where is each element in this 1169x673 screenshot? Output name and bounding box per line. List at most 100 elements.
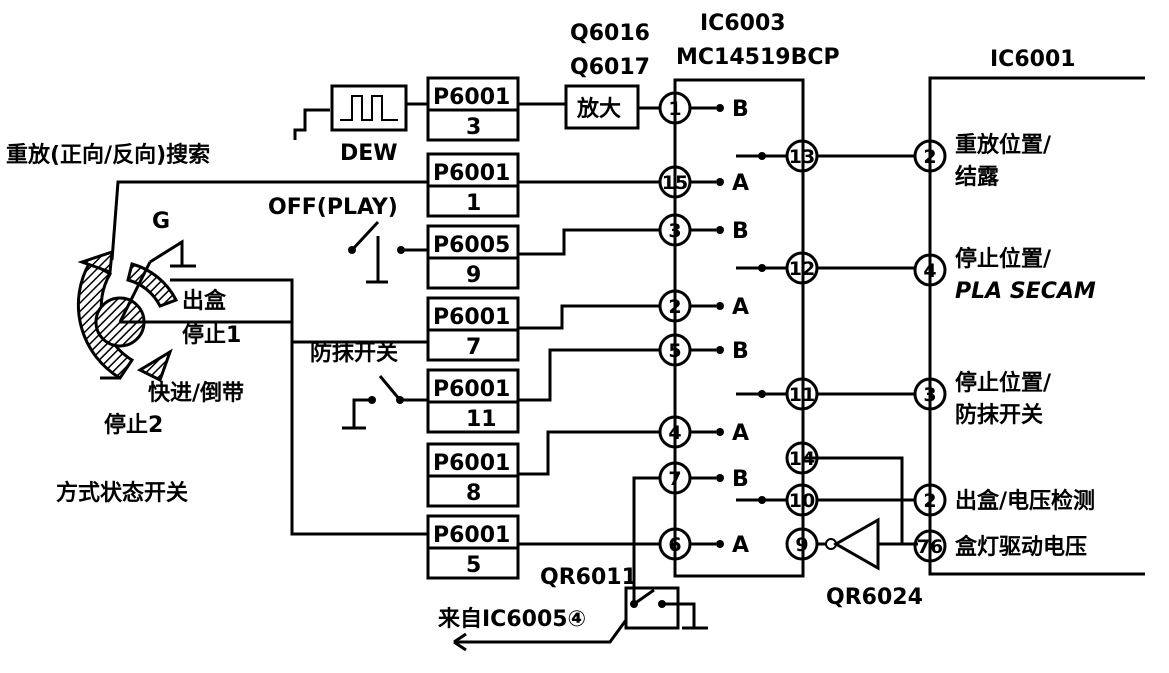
mode-status-switch	[76, 239, 196, 383]
pin-number: 6	[668, 534, 681, 556]
pin-number: 9	[795, 534, 808, 556]
pin-function-label: 重放位置/	[955, 132, 1052, 158]
search-wire	[110, 180, 428, 261]
connector-name: P6005	[433, 233, 510, 258]
ic6003-pin-12: 12	[736, 251, 916, 285]
pin-number: 11	[789, 384, 815, 406]
pin-number: 7	[668, 468, 681, 490]
ic6001-label: IC6001	[990, 47, 1076, 72]
connector-pin: 7	[466, 335, 481, 360]
pin-function-label-2: PLA SECAM	[955, 279, 1096, 304]
connector-pin: 3	[466, 115, 481, 140]
pin-side-label: B	[732, 339, 749, 364]
ff-rew-label: 快进/倒带	[148, 381, 244, 406]
ground-g	[149, 239, 196, 268]
pin-number: 4	[668, 422, 681, 444]
connector-pin: 8	[466, 481, 481, 506]
connector-p6001-1: P6001 1	[426, 152, 520, 218]
q6016-label: Q6016	[570, 21, 650, 46]
connector-group: P60013P60011P60059P60017P600111P60018P60…	[426, 76, 520, 580]
ic6001-pin-76-4: 76 盒灯驱动电压	[913, 529, 1087, 563]
pin-side-label: B	[732, 467, 749, 492]
pin-number: 12	[789, 258, 815, 280]
ic6003-pin-9: 9	[785, 527, 826, 561]
ic6003-pin-13: 13	[736, 139, 916, 173]
connector-pin: 5	[466, 553, 481, 578]
connector-p6001-5: P6001 5	[426, 514, 520, 580]
connector-p6001-3: P6001 3	[426, 76, 520, 142]
amp-label: 放大	[576, 96, 621, 122]
g-label: G	[152, 209, 170, 234]
dew-ground-wire	[293, 108, 330, 140]
pin-function-label: 停止位置/	[955, 370, 1052, 396]
dew-waveform	[340, 95, 398, 121]
off-play-label: OFF(PLAY)	[268, 195, 398, 220]
connector-p6001-7: P6001 7	[426, 296, 520, 362]
search-label: 重放(正向/反向)搜索	[6, 142, 210, 168]
pin-number: 76	[917, 536, 943, 558]
input-arrow	[453, 632, 467, 652]
connector-p6005-9: P6005 9	[426, 224, 520, 290]
pin-number: 13	[789, 146, 815, 168]
connector-name: P6001	[433, 161, 510, 186]
eject-label: 出盒	[182, 288, 227, 314]
pin-function-label-2: 防抹开关	[955, 403, 1043, 428]
connector-name: P6001	[433, 523, 510, 548]
connector-name: P6001	[433, 305, 510, 330]
ic6003-pin-10: 10	[736, 483, 916, 517]
pin-number: 5	[668, 340, 681, 362]
pin-function-label: 盒灯驱动电压	[954, 534, 1087, 560]
pin-side-label: B	[732, 219, 749, 244]
connector-pin: 1	[466, 191, 481, 216]
pin-number: 4	[923, 260, 936, 282]
ic6003-pin-15: 15 A	[658, 165, 749, 199]
from-ic6005-label: 来自IC6005④	[437, 606, 586, 632]
connector-p6001-11: P6001 11	[426, 368, 520, 434]
off-play-switch	[350, 220, 428, 284]
pin-number: 3	[668, 220, 681, 242]
pin-side-label: A	[732, 171, 749, 196]
pin-side-label: A	[732, 295, 749, 320]
inverter-qr6024	[832, 517, 880, 571]
mc14519-label: MC14519BCP	[676, 45, 840, 70]
connector-pin: 9	[466, 263, 481, 288]
pin-number: 1	[668, 98, 681, 120]
q6017-label: Q6017	[570, 55, 650, 80]
anti-erase-label: 防抹开关	[310, 341, 398, 366]
pin-side-label: A	[732, 533, 749, 558]
pin-function-label-2: 结露	[955, 164, 1000, 190]
pin-number: 15	[662, 172, 688, 194]
pin-number: 2	[668, 296, 681, 318]
qr6024-label: QR6024	[826, 585, 923, 610]
ic6001-pin-2-0: 2 重放位置/结露	[913, 132, 1052, 190]
mode-switch-label: 方式状态开关	[56, 480, 188, 506]
connector-name: P6001	[433, 377, 510, 402]
pin-number: 2	[923, 490, 936, 512]
pin-side-label: B	[732, 97, 749, 122]
pin-number: 2	[923, 146, 936, 168]
anti-erase-switch	[352, 375, 428, 428]
connector-pin: 11	[466, 407, 497, 432]
connector-name: P6001	[433, 451, 510, 476]
connector-name: P6001	[433, 85, 510, 110]
transistor-qr6011	[624, 586, 680, 630]
dew-sensor	[330, 84, 408, 132]
stop1-label: 停止1	[182, 322, 241, 348]
stop2-label: 停止2	[104, 412, 163, 438]
ic6003-label: IC6003	[700, 11, 786, 36]
connector-p6001-8: P6001 8	[426, 442, 520, 508]
ic6003-body	[673, 78, 805, 578]
ic6001-body	[928, 76, 1145, 576]
